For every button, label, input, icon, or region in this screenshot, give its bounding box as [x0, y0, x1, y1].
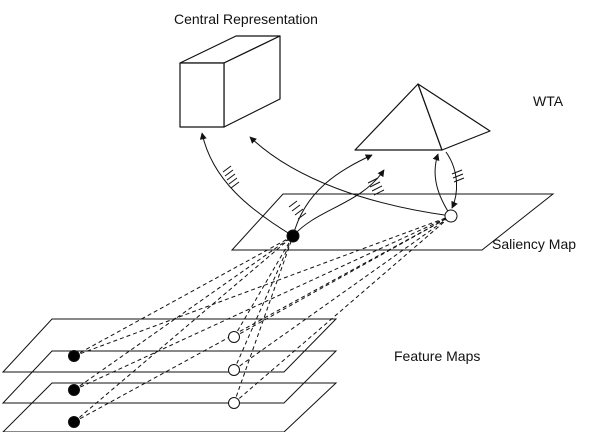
inhibition-hatch-marks	[222, 165, 465, 220]
arrow-white-to-wta	[432, 153, 452, 217]
feature-map-plane-2	[1, 350, 338, 404]
central-representation-cube	[179, 35, 281, 128]
saliency-map-label: Saliency Map	[492, 236, 577, 252]
central-representation-label: Central Representation	[174, 11, 318, 27]
saliency-map-nodes	[286, 209, 458, 243]
hatch-mark-wta-middle	[367, 177, 385, 196]
hatch-mark-wta-left	[288, 200, 307, 220]
feature-node-active-3	[68, 416, 80, 428]
arrow-wta-to-white	[445, 151, 458, 209]
feature-map-plane-3	[2, 382, 338, 432]
connection-arrows	[199, 132, 458, 237]
feature-map-plane-1	[1, 318, 338, 373]
arrow-black-to-wta-a	[292, 154, 373, 237]
feature-node-active-2	[68, 384, 80, 396]
hatch-mark-wta-right	[451, 169, 465, 183]
wta-pyramid	[354, 83, 491, 151]
wta-label: WTA	[533, 93, 564, 109]
feature-map-planes	[1, 318, 338, 432]
feature-node-active-1	[68, 350, 80, 362]
feature-node-inactive-1	[228, 331, 240, 343]
saliency-node-inactive	[444, 209, 458, 223]
feature-to-saliency-connections	[73, 215, 452, 423]
feature-node-inactive-3	[228, 397, 240, 409]
arrow-black-to-wta-b	[292, 169, 385, 237]
saliency-node-active	[286, 229, 300, 243]
arrow-white-to-central	[249, 136, 452, 217]
feature-map-nodes	[68, 331, 240, 428]
saliency-map-plane	[230, 193, 555, 251]
arrow-black-to-central	[199, 132, 294, 237]
feature-maps-label: Feature Maps	[394, 348, 481, 364]
feature-node-inactive-2	[228, 364, 240, 376]
hatch-mark-central	[222, 165, 240, 189]
